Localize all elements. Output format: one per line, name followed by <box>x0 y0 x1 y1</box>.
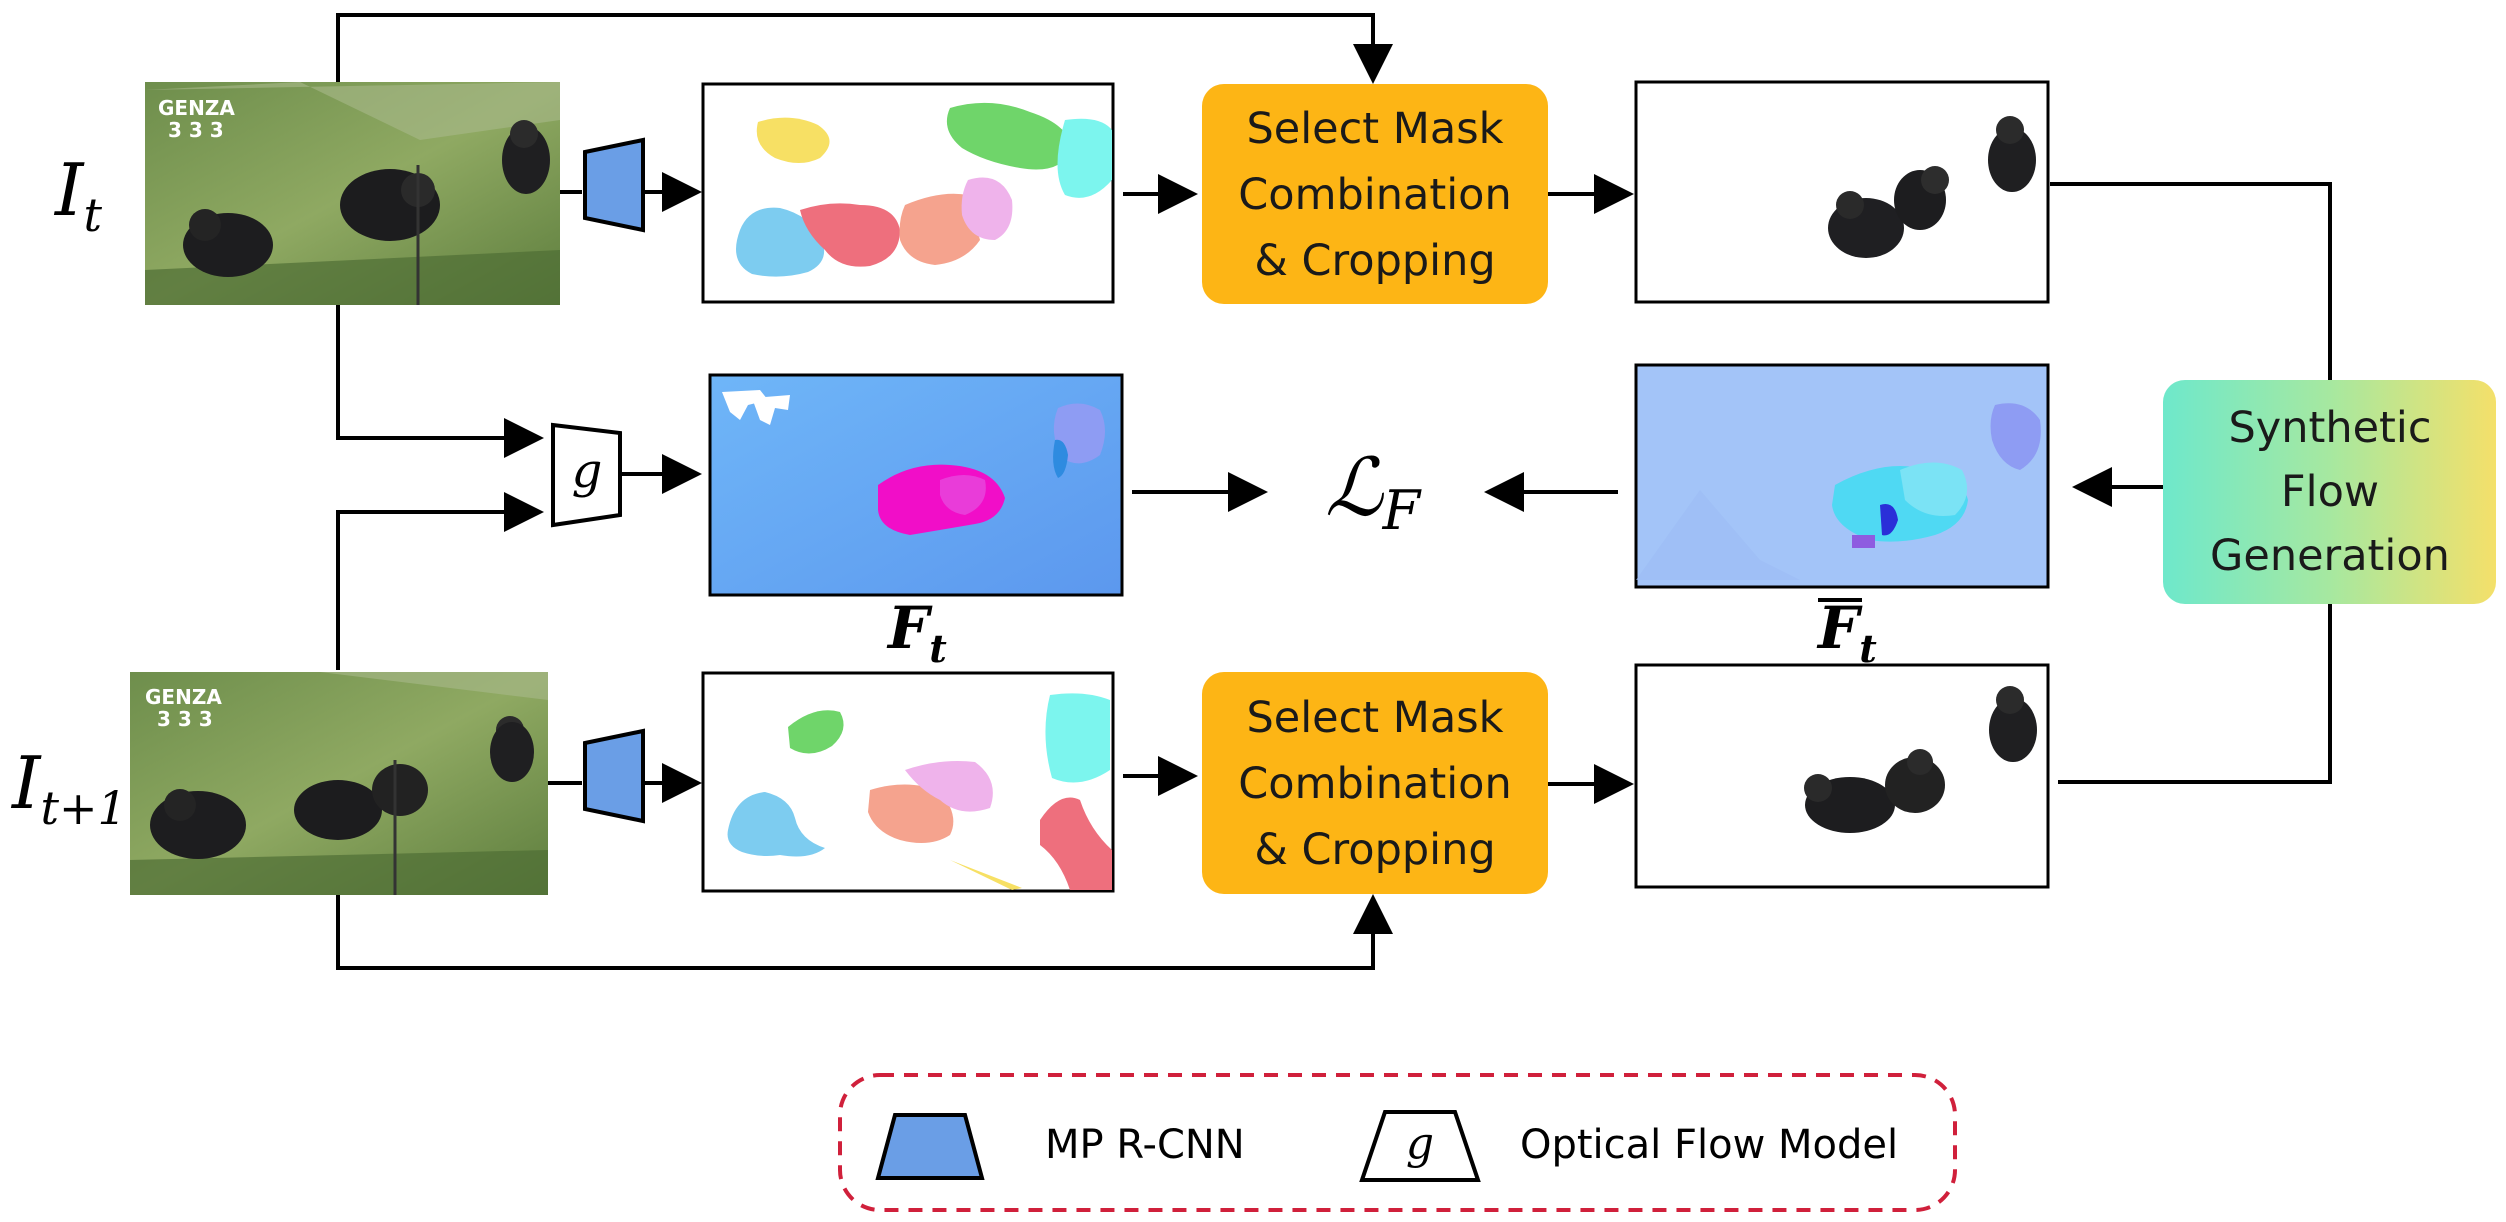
label-frame-t: It <box>53 148 102 242</box>
svg-text:It: It <box>53 148 102 242</box>
label-frame-t-sub: t <box>83 188 102 242</box>
svg-text:Ft: Ft <box>1816 594 1877 671</box>
synthetic-line-1: Synthetic <box>2228 403 2431 453</box>
label-frame-t1-sub: t+1 <box>40 781 126 835</box>
mask-panel-bottom <box>701 671 1115 893</box>
select-top-line-3: & Cropping <box>1254 236 1495 286</box>
cutout-panel-top <box>1634 80 2050 304</box>
flow-panel <box>708 373 1124 597</box>
legend-mprcnn-icon <box>875 1113 985 1180</box>
mprcnn-icon-top <box>583 137 645 233</box>
mprcnn-icon-bottom <box>583 728 645 824</box>
legend-flow-model-icon: g <box>1359 1110 1481 1182</box>
svg-text:Ft: Ft <box>886 594 947 671</box>
frame-t1-watermark-name: GENZA <box>145 685 222 709</box>
synthetic-flow-generation-box: Synthetic Flow Generation <box>2163 380 2496 604</box>
label-synth-flow-sub: t <box>1859 626 1877 671</box>
select-mask-box-bottom: Select Mask Combination & Cropping <box>1202 672 1548 894</box>
legend-g-symbol: g <box>1406 1118 1434 1169</box>
connectors <box>336 13 2332 970</box>
frame-t1-image: GENZA 3 3 3 <box>130 672 548 895</box>
synthetic-line-3: Generation <box>2210 531 2450 581</box>
mask-panel-top <box>701 82 1115 304</box>
loss-label: ℒF <box>1325 441 1423 542</box>
select-bottom-line-3: & Cropping <box>1254 825 1495 875</box>
label-frame-t1-base: I <box>10 741 42 825</box>
legend-flow-model-label: Optical Flow Model <box>1520 1122 1898 1168</box>
legend-mprcnn-label: MP R-CNN <box>1045 1122 1245 1168</box>
cutout-panel-bottom <box>1634 663 2050 889</box>
label-synth-flow-base: F <box>1816 594 1863 662</box>
synthetic-flow-panel <box>1634 363 2050 589</box>
loss-base: ℒ <box>1325 441 1384 534</box>
select-mask-box-top: Select Mask Combination & Cropping <box>1202 84 1548 304</box>
frame-t-watermark-name: GENZA <box>158 96 235 120</box>
g-symbol: g <box>572 443 603 499</box>
label-synthetic-flow: Ft <box>1816 594 1877 671</box>
svg-text:It+1: It+1 <box>10 741 127 835</box>
frame-t-image: GENZA 3 3 3 <box>145 82 560 305</box>
synthetic-line-2: Flow <box>2281 467 2379 517</box>
optical-flow-model-icon: g <box>551 422 622 528</box>
select-bottom-line-1: Select Mask <box>1246 693 1503 743</box>
select-top-line-1: Select Mask <box>1246 104 1503 154</box>
legend: MP R-CNN g Optical Flow Model <box>838 1073 1957 1212</box>
svg-text:ℒF: ℒF <box>1325 441 1423 542</box>
frame-t-watermark-number: 3 3 3 <box>168 118 224 142</box>
frame-t1-watermark-number: 3 3 3 <box>157 707 213 731</box>
label-frame-t1: It+1 <box>10 741 127 835</box>
label-frame-t-base: I <box>53 148 85 232</box>
label-flow: Ft <box>886 594 947 671</box>
label-flow-base: F <box>886 594 933 662</box>
loss-sub: F <box>1382 479 1423 542</box>
select-bottom-line-2: Combination <box>1238 759 1511 809</box>
select-top-line-2: Combination <box>1238 170 1511 220</box>
label-flow-sub: t <box>929 626 947 671</box>
